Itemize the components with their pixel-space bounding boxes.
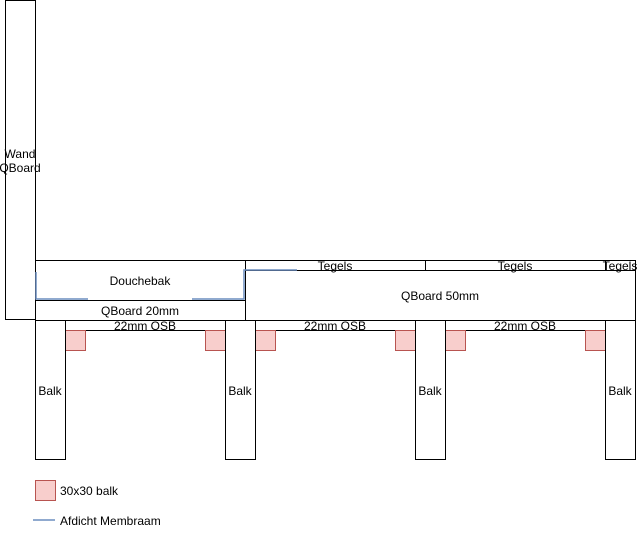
wall-label-line1: Wand (5, 147, 36, 161)
osb-label-3: 22mm OSB (494, 319, 556, 333)
waterproof-membrane-line (192, 269, 297, 300)
wall-label-line2: QBoard (0, 161, 41, 175)
osb-label-1: 22mm OSB (114, 319, 176, 333)
tiles-row: Tegels Tegels Tegels (245, 259, 638, 273)
tiles-label-1: Tegels (318, 259, 353, 273)
shower-tray-label: Douchebak (110, 274, 172, 288)
cleat (445, 330, 466, 351)
legend-cleat-swatch (35, 480, 56, 501)
beam-label-2: Balk (228, 384, 252, 398)
osb-label-2: 22mm OSB (304, 319, 366, 333)
beam-label-3: Balk (418, 384, 442, 398)
shower-tray: Douchebak (35, 260, 246, 301)
qboard-50mm: QBoard 50mm (245, 270, 636, 321)
cleat (395, 330, 416, 351)
cleat (65, 330, 86, 351)
osb-boards: 22mm OSB 22mm OSB 22mm OSB (65, 319, 606, 333)
tiles-label-2: Tegels (498, 259, 533, 273)
beam-label-1: Balk (38, 384, 62, 398)
beams: Balk Balk Balk Balk (35, 320, 636, 460)
legend: 30x30 balk Afdicht Membraam (33, 480, 161, 528)
qboard-50mm-label: QBoard 50mm (401, 289, 479, 303)
legend-cleat-label: 30x30 balk (60, 484, 119, 498)
cleats (65, 330, 606, 351)
waterproof-membrane-line (35, 272, 88, 300)
beam-label-4: Balk (608, 384, 632, 398)
cleat (255, 330, 276, 351)
cleat (205, 330, 226, 351)
legend-membrane-label: Afdicht Membraam (60, 514, 161, 528)
wall-qboard: Wand QBoard (0, 0, 41, 320)
tiles-label-3: Tegels (603, 259, 638, 273)
qboard-20mm-label: QBoard 20mm (101, 304, 179, 318)
qboard-20mm: QBoard 20mm (35, 300, 246, 321)
cleat (585, 330, 606, 351)
